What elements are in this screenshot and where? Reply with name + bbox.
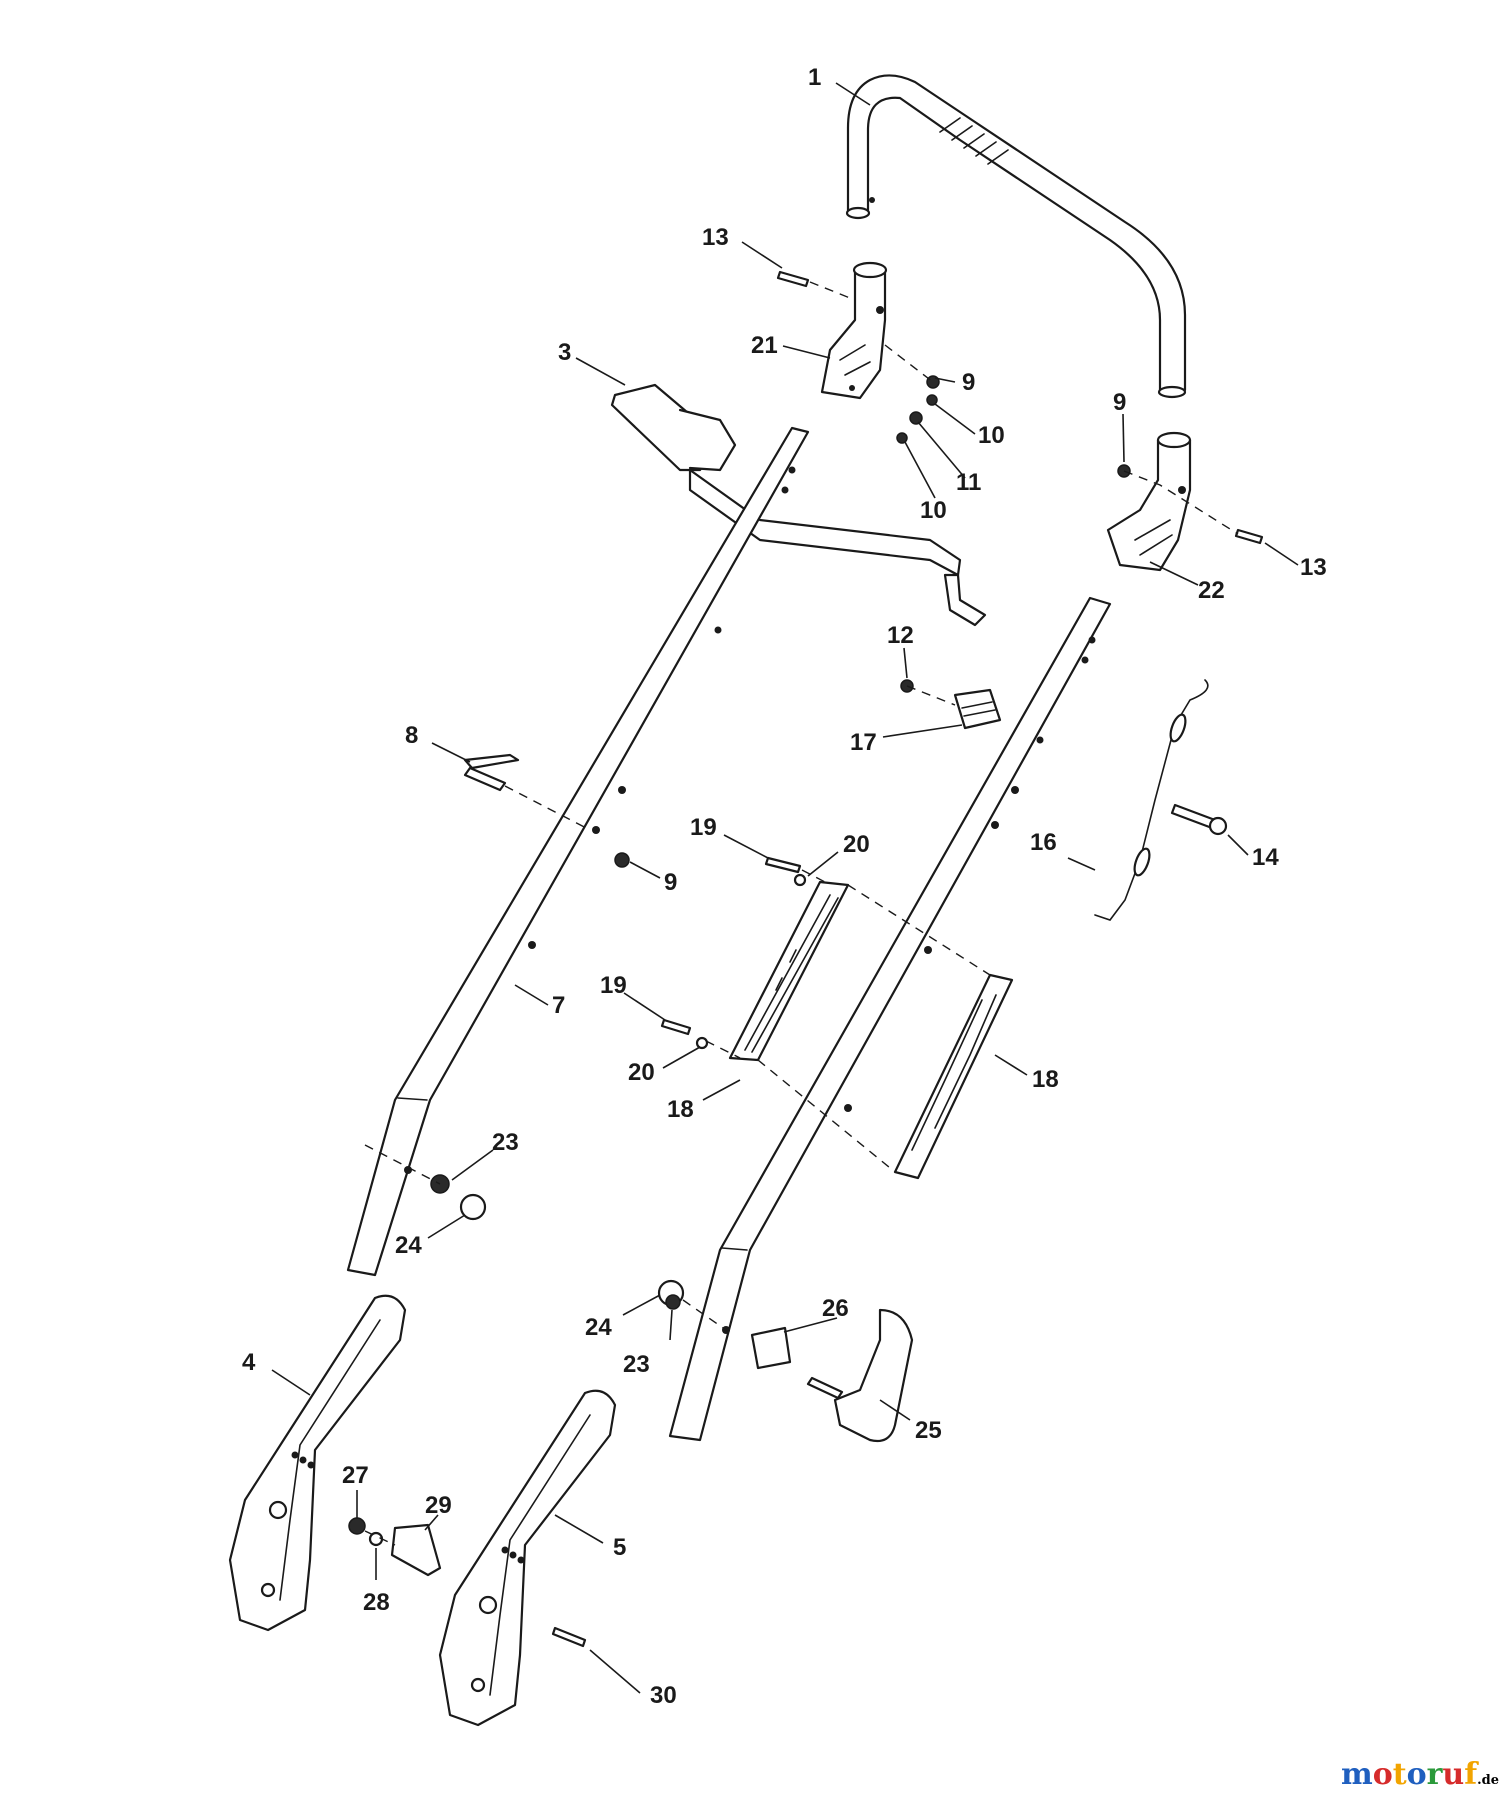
callout-11: 11 xyxy=(956,469,981,496)
part-cable xyxy=(1094,679,1209,921)
callout-17: 17 xyxy=(850,729,877,756)
callout-4: 4 xyxy=(242,1349,256,1376)
watermark-letter: t xyxy=(1392,1757,1407,1792)
callout-29: 29 xyxy=(425,1492,452,1519)
watermark-suffix: .de xyxy=(1477,1773,1499,1788)
watermark-letter: u xyxy=(1442,1757,1465,1792)
part-cover-18-right xyxy=(893,973,1014,1180)
callout-26: 26 xyxy=(822,1295,849,1322)
callout-27: 27 xyxy=(342,1462,369,1489)
leader-lines xyxy=(271,82,1299,1694)
part-lower-bracket-right xyxy=(438,1389,617,1727)
callout-7: 7 xyxy=(552,992,565,1019)
watermark-letter: f xyxy=(1464,1757,1478,1792)
part-left-tube xyxy=(346,426,810,1277)
callout-9: 9 xyxy=(664,869,677,896)
watermark-letter: o xyxy=(1406,1757,1427,1792)
callout-24: 24 xyxy=(395,1232,422,1259)
callout-13: 13 xyxy=(702,224,729,251)
part-bracket-21 xyxy=(820,261,888,400)
callout-12: 12 xyxy=(887,622,914,649)
part-lower-bracket-left xyxy=(228,1294,407,1632)
callout-24: 24 xyxy=(585,1314,612,1341)
callout-20: 20 xyxy=(843,831,870,858)
part-clip-17 xyxy=(953,688,1002,730)
watermark-letter: o xyxy=(1372,1757,1393,1792)
watermark-letter: r xyxy=(1426,1757,1443,1792)
callout-14: 14 xyxy=(1252,844,1279,871)
callout-28: 28 xyxy=(363,1589,390,1616)
watermark-letter: m xyxy=(1340,1757,1373,1792)
part-bolt-14 xyxy=(1170,803,1228,836)
part-pin-8 xyxy=(463,753,520,792)
motoruf-watermark-logo: motoruf.de xyxy=(1341,1757,1499,1792)
callout-16: 16 xyxy=(1030,829,1057,856)
watermark-brand: motoruf xyxy=(1341,1757,1477,1792)
part-guide-18-left xyxy=(728,880,850,1062)
callout-5: 5 xyxy=(613,1534,626,1561)
callout-18: 18 xyxy=(1032,1066,1059,1093)
callout-9: 9 xyxy=(962,369,975,396)
assembly-lines xyxy=(364,281,1239,1546)
callout-9: 9 xyxy=(1113,389,1126,416)
callout-13: 13 xyxy=(1300,554,1327,581)
callout-19: 19 xyxy=(690,814,717,841)
callout-18: 18 xyxy=(667,1096,694,1123)
part-upper-handlebar xyxy=(845,74,1187,399)
callout-25: 25 xyxy=(915,1417,942,1444)
callout-19: 19 xyxy=(600,972,627,999)
callout-23: 23 xyxy=(492,1129,519,1156)
callout-20: 20 xyxy=(628,1059,655,1086)
callout-10: 10 xyxy=(920,497,947,524)
callout-8: 8 xyxy=(405,722,418,749)
callout-labels: 1 13 21 9 3 10 11 10 9 13 22 12 17 8 9 1… xyxy=(242,64,1327,1709)
part-bracket-22 xyxy=(1106,431,1192,572)
callout-21: 21 xyxy=(751,332,778,359)
callout-10: 10 xyxy=(978,422,1005,449)
part-control-lever xyxy=(610,383,987,627)
callout-30: 30 xyxy=(650,1682,677,1709)
callout-1: 1 xyxy=(808,64,821,91)
callout-22: 22 xyxy=(1198,577,1225,604)
callout-3: 3 xyxy=(558,339,571,366)
callout-23: 23 xyxy=(623,1351,650,1378)
